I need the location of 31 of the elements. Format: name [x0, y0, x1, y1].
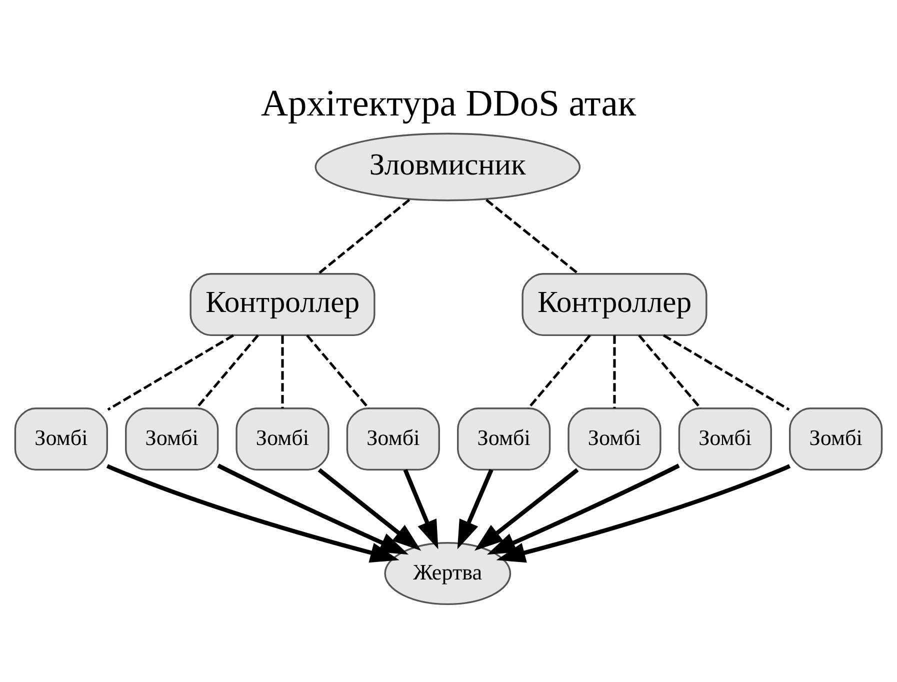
- connector: [195, 334, 259, 409]
- node-box: Зомбі: [568, 407, 662, 470]
- arrow: [318, 468, 422, 550]
- connector: [281, 334, 284, 408]
- connector: [107, 334, 234, 410]
- node-box: Зомбі: [125, 407, 219, 470]
- arrow: [106, 464, 400, 562]
- connector: [638, 334, 702, 409]
- node-ellipse: Зловмисник: [314, 132, 581, 201]
- node-box: Зомбі: [789, 407, 883, 470]
- arrow: [217, 463, 409, 554]
- node-box: Зомбі: [236, 407, 330, 470]
- connector: [486, 198, 580, 274]
- node-box: Контроллер: [522, 272, 708, 336]
- arrow: [457, 468, 494, 549]
- arrow: [403, 468, 438, 549]
- node-box: Зомбі: [346, 407, 440, 470]
- connector: [318, 198, 410, 274]
- arrow: [474, 468, 579, 550]
- diagram-title: Архітектура DDoS атак: [260, 83, 636, 124]
- node-ellipse: Жертва: [384, 542, 512, 605]
- node-box: Контроллер: [190, 272, 376, 336]
- arrow: [496, 464, 791, 562]
- connector: [662, 334, 790, 410]
- connector: [306, 334, 370, 409]
- node-box: Зомбі: [678, 407, 772, 470]
- node-box: Зомбі: [14, 407, 108, 470]
- connector: [613, 334, 616, 408]
- connector: [527, 334, 591, 409]
- node-box: Зомбі: [457, 407, 551, 470]
- arrow: [486, 463, 680, 554]
